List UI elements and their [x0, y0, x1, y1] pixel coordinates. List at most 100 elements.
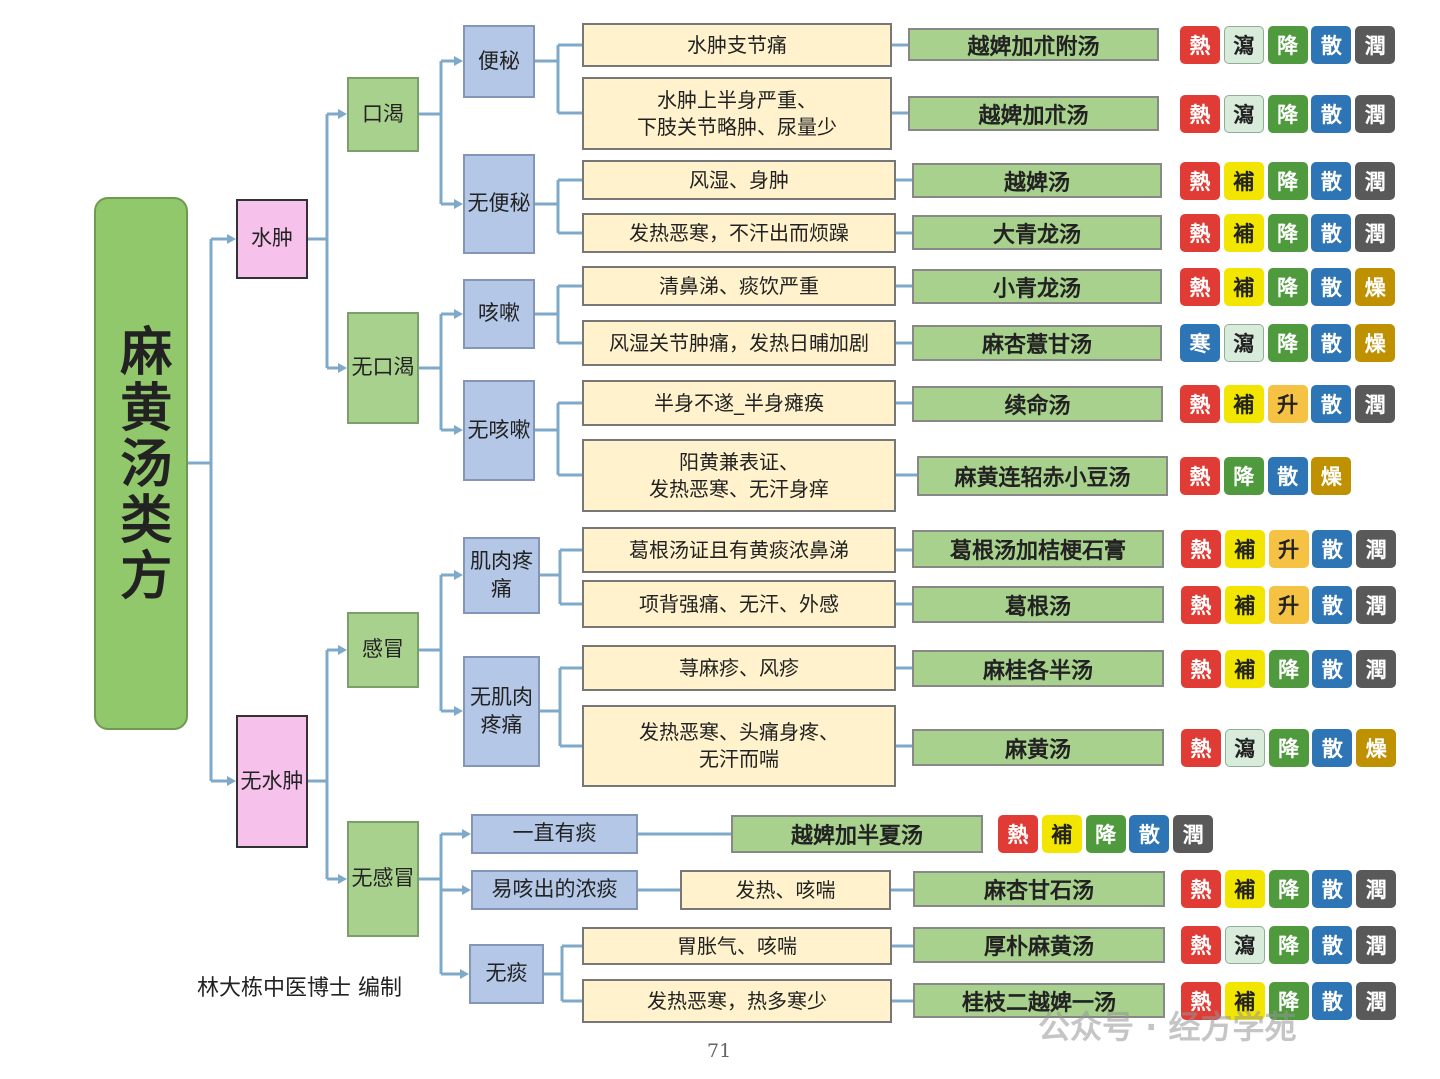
property-tag-down: 降	[1267, 25, 1308, 64]
property-tag-tonify: 補	[1224, 530, 1265, 568]
property-tag-down: 降	[1267, 94, 1308, 133]
connector-arrow	[338, 645, 347, 655]
level3-thick-phlegm: 易咳出的浓痰	[471, 870, 638, 910]
property-tag-disperse: 散	[1312, 585, 1353, 624]
level1-no-edema: 无水肿	[236, 715, 308, 848]
connector-arrow	[462, 885, 471, 895]
level2-cold: 感冒	[347, 612, 419, 688]
formula-box: 越婢加朮附汤	[908, 28, 1159, 61]
property-tag-down: 降	[1268, 981, 1309, 1020]
property-tag-disperse: 散	[1311, 213, 1352, 252]
property-tag-down: 降	[1267, 161, 1308, 200]
formula-box: 续命汤	[912, 386, 1163, 422]
property-tag-dry: 燥	[1355, 324, 1396, 362]
property-tag-moist: 潤	[1355, 385, 1396, 423]
property-tag-disperse: 散	[1311, 324, 1352, 362]
level2-no-thirst: 无口渴	[347, 312, 419, 424]
property-tag-disperse: 散	[1311, 267, 1352, 306]
property-tag-moist: 潤	[1356, 926, 1397, 964]
property-tag-tonify: 補	[1223, 213, 1264, 252]
connector-arrow	[338, 363, 347, 373]
level3-no-cough: 无咳嗽	[463, 380, 535, 481]
formula-box: 厚朴麻黄汤	[913, 927, 1165, 963]
condition-box: 风湿关节肿痛，发热日晡加剧	[582, 320, 896, 366]
property-tag-purge: 瀉	[1223, 94, 1264, 133]
level3-persistent-phlegm: 一直有痰	[471, 814, 638, 854]
connector-arrow	[338, 874, 347, 884]
property-tag-moist: 潤	[1355, 213, 1396, 252]
property-tag-down: 降	[1085, 815, 1126, 853]
property-tag-dry: 燥	[1356, 728, 1397, 767]
connector-arrow	[227, 776, 236, 786]
condition-box: 发热恶寒、头痛身疼、 无汗而喘	[582, 705, 896, 787]
formula-box: 越婢加朮汤	[908, 96, 1159, 131]
connector-arrow	[454, 425, 463, 435]
level3-muscle-pain: 肌肉疼痛	[463, 537, 540, 614]
property-tag-hot: 熱	[1181, 870, 1221, 908]
property-tag-purge: 瀉	[1223, 25, 1264, 64]
formula-box: 越婢汤	[912, 163, 1162, 198]
property-tag-down: 降	[1267, 324, 1308, 362]
level3-no-muscle-pain: 无肌肉疼痛	[463, 656, 540, 767]
property-tag-moist: 潤	[1356, 530, 1397, 568]
property-tag-up: 升	[1268, 585, 1309, 624]
connector-arrow	[338, 109, 347, 119]
connector-arrow	[460, 969, 469, 979]
property-tag-purge: 瀉	[1224, 926, 1265, 964]
condition-box: 半身不遂_半身瘫痪	[582, 380, 896, 426]
condition-box: 发热、咳喘	[680, 870, 891, 910]
property-tag-down: 降	[1268, 926, 1309, 964]
property-tag-hot: 熱	[1180, 267, 1220, 306]
property-tag-tonify: 補	[1224, 649, 1265, 688]
condition-box: 发热恶寒，热多寒少	[582, 979, 892, 1023]
condition-box: 水肿支节痛	[582, 23, 892, 67]
formula-box: 麻桂各半汤	[912, 650, 1164, 687]
property-tag-down: 降	[1267, 213, 1308, 252]
condition-box: 葛根汤证且有黄痰浓鼻涕	[582, 527, 896, 573]
level3-no-constipation: 无便秘	[463, 154, 535, 254]
level3-no-phlegm: 无痰	[469, 944, 544, 1004]
property-tag-up: 升	[1267, 385, 1308, 423]
property-tag-disperse: 散	[1312, 530, 1353, 568]
property-tag-disperse: 散	[1312, 649, 1353, 688]
property-tag-down: 降	[1267, 267, 1308, 306]
property-tag-cold: 寒	[1180, 324, 1220, 362]
property-tag-tonify: 補	[1041, 815, 1082, 853]
formula-box: 葛根汤	[912, 586, 1164, 623]
formula-box: 葛根汤加桔梗石膏	[912, 530, 1164, 568]
property-tag-tonify: 補	[1223, 385, 1264, 423]
property-tag-disperse: 散	[1311, 161, 1352, 200]
property-tag-dry: 燥	[1355, 267, 1396, 306]
property-tag-moist: 潤	[1356, 585, 1397, 624]
level1-edema: 水肿	[236, 199, 308, 279]
condition-box: 胃胀气、咳喘	[582, 927, 892, 965]
formula-box: 桂枝二越婢一汤	[913, 983, 1165, 1018]
condition-box: 阳黄兼表证、 发热恶寒、无汗身痒	[582, 439, 896, 512]
property-tag-hot: 熱	[1180, 457, 1220, 495]
property-tag-down: 降	[1268, 870, 1309, 908]
property-tag-hot: 熱	[1180, 25, 1220, 64]
property-tag-disperse: 散	[1311, 25, 1352, 64]
property-tag-moist: 潤	[1355, 25, 1396, 64]
property-tag-tonify: 補	[1224, 585, 1265, 624]
property-tag-hot: 熱	[1180, 94, 1220, 133]
property-tag-moist: 潤	[1173, 815, 1214, 853]
property-tag-down: 降	[1268, 649, 1309, 688]
connector-arrow	[454, 199, 463, 209]
level3-cough: 咳嗽	[463, 279, 535, 349]
formula-box: 大青龙汤	[912, 215, 1162, 250]
property-tag-moist: 潤	[1355, 161, 1396, 200]
property-tag-disperse: 散	[1312, 981, 1353, 1020]
formula-box: 麻黄连轺赤小豆汤	[917, 456, 1168, 496]
formula-box: 越婢加半夏汤	[731, 815, 983, 853]
condition-box: 水肿上半身严重、 下肢关节略肿、尿量少	[582, 77, 892, 150]
property-tag-disperse: 散	[1312, 728, 1353, 767]
condition-box: 发热恶寒，不汗出而烦躁	[582, 213, 896, 253]
property-tag-disperse: 散	[1311, 94, 1352, 133]
property-tag-moist: 潤	[1356, 981, 1397, 1020]
connector-arrow	[227, 234, 236, 244]
condition-box: 项背强痛、无汗、外感	[582, 580, 896, 628]
property-tag-tonify: 補	[1224, 870, 1265, 908]
connector-arrow	[454, 56, 463, 66]
